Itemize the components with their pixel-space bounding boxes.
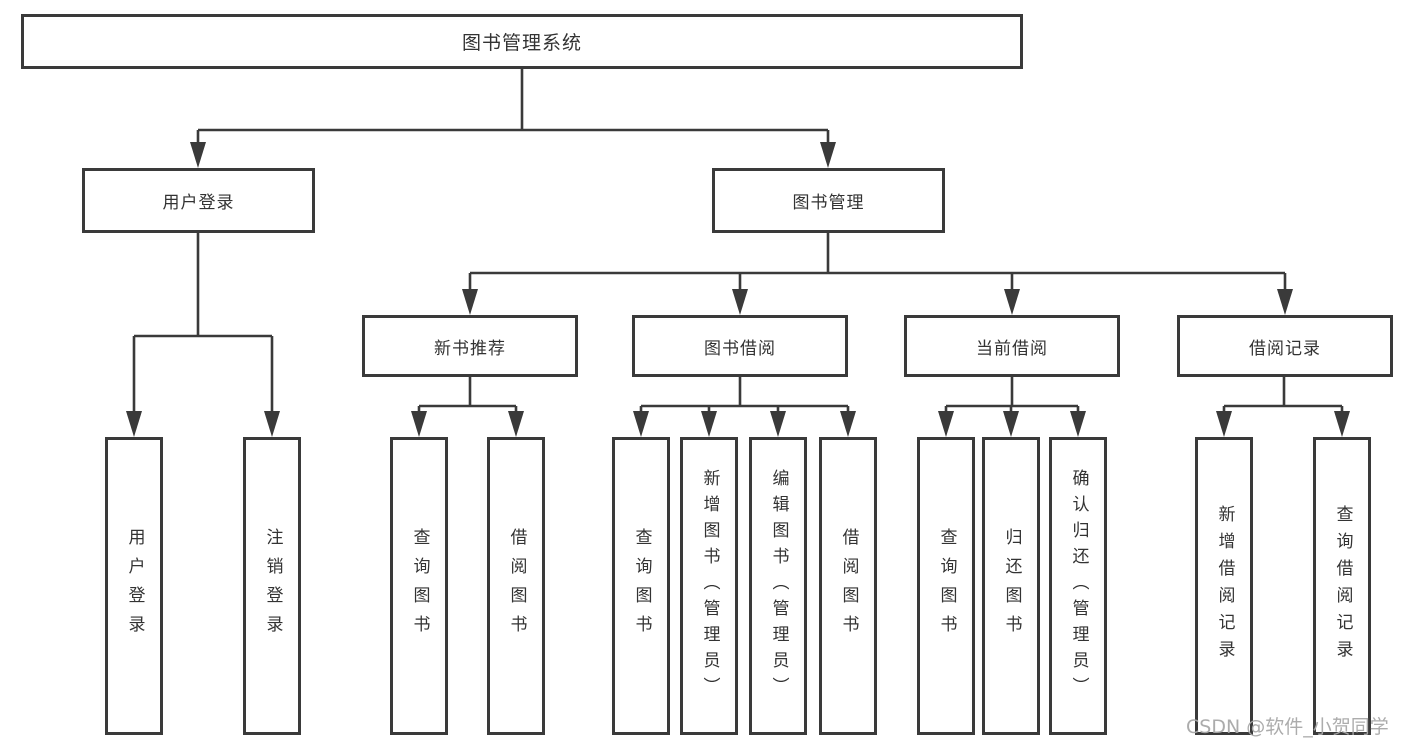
- node-book-management: 图书管理: [712, 168, 945, 233]
- leaf-query-borrow-record: 查询借阅记录: [1313, 437, 1371, 735]
- node-new-book-recommendation: 新书推荐: [362, 315, 578, 377]
- csdn-watermark: CSDN @软件_小贺同学: [1186, 716, 1389, 738]
- leaf-return-books: 归还图书: [982, 437, 1040, 735]
- leaf-borrow-books-recommend: 借阅图书: [487, 437, 545, 735]
- leaf-add-borrow-record: 新增借阅记录: [1195, 437, 1253, 735]
- leaf-query-books-borrowing: 查询图书: [612, 437, 670, 735]
- node-user-login: 用户登录: [82, 168, 315, 233]
- leaf-confirm-return-admin: 确认归还（管理员）: [1049, 437, 1107, 735]
- leaf-query-books-current: 查询图书: [917, 437, 975, 735]
- node-library-management-system: 图书管理系统: [21, 14, 1023, 69]
- leaf-add-book-admin: 新增图书（管理员）: [680, 437, 738, 735]
- leaf-query-books-recommend: 查询图书: [390, 437, 448, 735]
- leaf-logout-login: 注销登录: [243, 437, 301, 735]
- node-current-borrowing: 当前借阅: [904, 315, 1120, 377]
- leaf-borrow-books-borrowing: 借阅图书: [819, 437, 877, 735]
- arrowheads: [126, 142, 1350, 437]
- leaf-user-login: 用户登录: [105, 437, 163, 735]
- node-book-borrowing: 图书借阅: [632, 315, 848, 377]
- node-borrowing-records: 借阅记录: [1177, 315, 1393, 377]
- leaf-edit-book-admin: 编辑图书（管理员）: [749, 437, 807, 735]
